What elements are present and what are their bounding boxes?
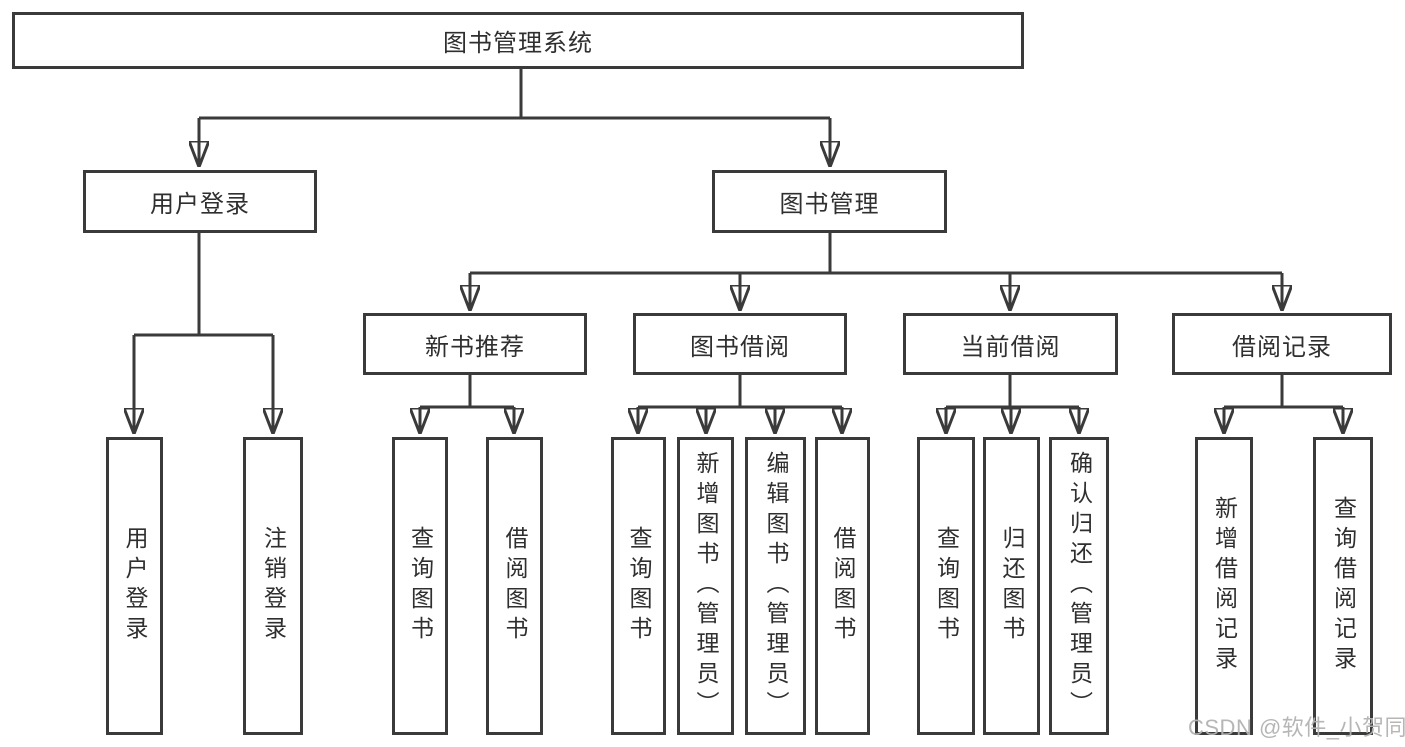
leaf-edit-book-admin: 编辑图书（管理员）	[745, 437, 806, 735]
leaf-confirm-return-admin-label: 确认归还（管理员）	[1066, 451, 1093, 721]
leaf-query-borrow-record-label: 查询借阅记录	[1330, 496, 1357, 676]
node-new-book-recommend-label: 新书推荐	[425, 333, 525, 361]
leaf-edit-book-admin-label: 编辑图书（管理员）	[763, 451, 789, 721]
leaf-logout-label: 注销登录	[260, 526, 287, 646]
node-book-borrow-label: 图书借阅	[690, 333, 790, 361]
leaf-logout: 注销登录	[243, 437, 303, 735]
leaf-confirm-return-admin: 确认归还（管理员）	[1049, 437, 1109, 735]
leaf-query-books-2: 查询图书	[611, 437, 666, 735]
leaf-borrow-books-2-label: 借阅图书	[830, 526, 856, 646]
node-book-borrow: 图书借阅	[633, 313, 847, 375]
node-current-borrow-label: 当前借阅	[960, 333, 1061, 361]
leaf-query-borrow-record: 查询借阅记录	[1313, 437, 1373, 735]
node-root-system: 图书管理系统	[12, 12, 1024, 69]
node-user-login-label: 用户登录	[150, 191, 250, 218]
leaf-return-book-label: 归还图书	[999, 526, 1025, 646]
node-borrow-records-label: 借阅记录	[1232, 333, 1332, 361]
node-user-login: 用户登录	[83, 170, 317, 233]
leaf-borrow-books-1: 借阅图书	[486, 437, 543, 735]
csdn-watermark: CSDN @软件_小贺同学	[1188, 715, 1405, 740]
leaf-query-books-3-label: 查询图书	[933, 526, 960, 646]
leaf-query-books-1: 查询图书	[392, 437, 448, 735]
leaf-add-book-admin: 新增图书（管理员）	[677, 437, 734, 735]
leaf-return-book: 归还图书	[983, 437, 1040, 735]
leaf-add-book-admin-label: 新增图书（管理员）	[693, 451, 719, 721]
node-current-borrow: 当前借阅	[903, 313, 1118, 375]
node-borrow-records: 借阅记录	[1172, 313, 1392, 375]
leaf-query-books-2-label: 查询图书	[626, 526, 652, 646]
leaf-query-books-3: 查询图书	[917, 437, 975, 735]
leaf-borrow-books-2: 借阅图书	[815, 437, 870, 735]
node-book-management: 图书管理	[712, 170, 947, 233]
leaf-user-login-label: 用户登录	[122, 526, 148, 646]
leaf-user-login: 用户登录	[106, 437, 163, 735]
node-root-label: 图书管理系统	[443, 30, 593, 57]
leaf-add-borrow-record-label: 新增借阅记录	[1211, 496, 1238, 676]
node-new-book-recommend: 新书推荐	[363, 313, 587, 375]
leaf-query-books-1-label: 查询图书	[407, 526, 434, 646]
node-book-management-label: 图书管理	[779, 191, 880, 218]
leaf-add-borrow-record: 新增借阅记录	[1195, 437, 1253, 735]
leaf-borrow-books-1-label: 借阅图书	[502, 526, 528, 646]
